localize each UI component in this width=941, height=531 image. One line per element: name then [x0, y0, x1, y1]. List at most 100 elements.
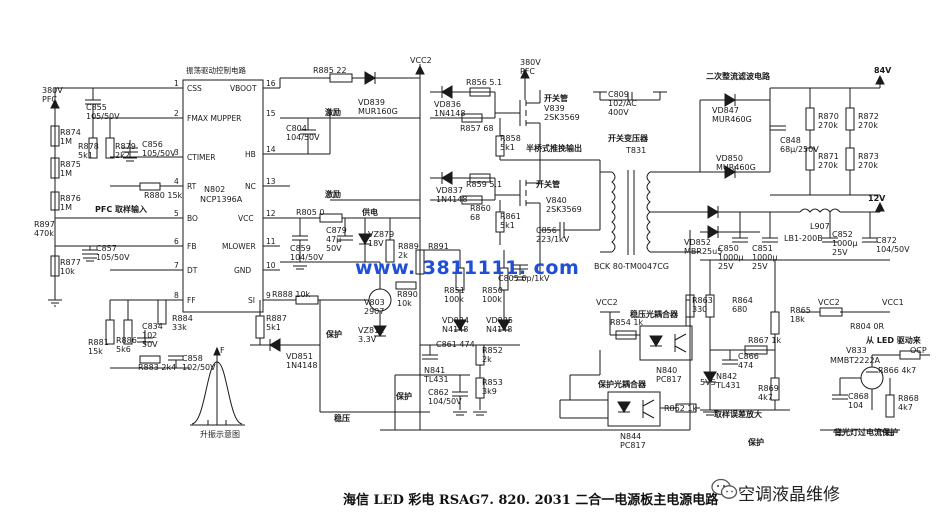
label-v833: V833 [846, 346, 867, 355]
label-r887: R887 5k1 [266, 314, 287, 332]
label-c868: C868 104 [848, 392, 869, 410]
label-backlight-prot: 背光灯过电流保护 [834, 428, 898, 437]
pin-number: 8 [174, 291, 179, 300]
label-transformer: 开关变压器 [608, 134, 648, 143]
label-stabilize: 稳压 [334, 414, 350, 423]
pin-left-label: CTIMER [187, 153, 216, 162]
label-t831: T831 [626, 146, 647, 155]
label-vcc2-r: VCC2 [818, 298, 840, 307]
label-c852: C852 1000μ 25V [832, 230, 858, 257]
label-vd837: VD837 1N4148 [436, 186, 468, 204]
label-r889: R889 2k [398, 242, 419, 260]
label-v12: 12V [868, 194, 886, 203]
label-f-axis: F [220, 346, 225, 355]
label-c834: C834 102 50V [142, 322, 163, 349]
label-vz879: VZ879 18V [368, 230, 395, 248]
label-drive1: 激励 [325, 108, 341, 117]
pin-number: 11 [266, 237, 276, 246]
pin-left-label: FF [187, 296, 196, 305]
label-r878: R878 5k1 [78, 142, 99, 160]
pin-right-label: SI [248, 296, 255, 305]
ic-name: N802 [204, 185, 226, 194]
pin-number: 14 [266, 145, 276, 154]
label-protect3: 保护 [748, 438, 764, 447]
label-pfc-sample: PFC 取样输入 [95, 205, 147, 214]
pin-number: 15 [266, 109, 276, 118]
label-r877: R877 10k [60, 258, 81, 276]
label-r858: R858 5k1 [500, 134, 521, 152]
label-bck: BCK 80-TM0047CG [594, 262, 669, 271]
ic-title: 振荡驱动控制电路 [186, 66, 246, 75]
pin-number: 3 [174, 148, 179, 157]
label-c848: C848 68μ/250V [780, 136, 819, 154]
label-r804: R804 0R [850, 322, 885, 331]
label-ocp: OCP [910, 346, 927, 355]
label-n841: N841 TL431 [424, 366, 449, 384]
label-r863: R863 330 [692, 296, 713, 314]
label-switch-tube1: 开关管 [544, 94, 568, 103]
label-r856: R856 5.1 [466, 78, 503, 87]
pin-left-label: BO [187, 214, 198, 223]
pin-right-label: VBOOT [230, 84, 257, 93]
label-r870: R870 270k [818, 112, 839, 130]
label-r875: R875 1M [60, 160, 81, 178]
label-r897: R897 470k [34, 220, 55, 238]
pin-right-label: NC [245, 182, 256, 191]
label-vd847: VD847 MUR460G [712, 106, 752, 124]
label-c859: C859 104/50V [290, 244, 324, 262]
pin-right-label: VCC [238, 214, 254, 223]
pin-number: 13 [266, 177, 276, 186]
label-vd834: VD834 N4148 [442, 316, 469, 334]
pin-right-label: MLOWER [222, 242, 256, 251]
label-c858: C858 102/50V [182, 354, 216, 372]
pin-number: 16 [266, 79, 276, 88]
label-r866: R866 4k7 [878, 366, 917, 375]
label-c805: C805 6p/1kV [498, 274, 550, 283]
label-r864: R864 680 [732, 296, 753, 314]
label-vd839: VD839 MUR160G [358, 98, 398, 116]
pin-number: 7 [174, 261, 179, 270]
label-c851: C851 1000μ 25V [752, 244, 778, 271]
label-pfc-in2: 380V PFC [520, 58, 541, 76]
label-c809: C809 102/AC 400V [608, 90, 637, 117]
brand-text: 空调液晶维修 [738, 485, 840, 505]
label-c872: C872 104/50V [876, 236, 910, 254]
opto-n844-body [607, 391, 661, 427]
watermark-url: www. 3811111. com [355, 257, 580, 279]
label-vcc1: VCC1 [882, 298, 904, 307]
pin-left-label: CSS [187, 84, 202, 93]
label-r885: R885 22 [313, 66, 347, 75]
label-from-led: 从 LED 驱动来 [866, 336, 921, 345]
label-v5: 5VS [700, 378, 716, 387]
label-mmbt: MMBT2222A [830, 356, 881, 365]
brand-badge: 空调液晶维修 [738, 480, 840, 505]
label-r853: R853 3k9 [482, 378, 503, 396]
label-r860: R860 68 [470, 204, 491, 222]
pin-number: 5 [174, 209, 179, 218]
label-c866: C866 474 [738, 352, 759, 370]
label-vcc2-mid: VCC2 [596, 298, 618, 307]
label-c855: C855 105/50V [86, 103, 120, 121]
pin-number: 10 [266, 261, 276, 270]
label-opto-prot: 保护光耦合器 [598, 380, 646, 389]
pin-right-label: HB [245, 150, 256, 159]
label-vd835: VD835 N4148 [486, 316, 513, 334]
label-vd836: VD836 1N4148 [434, 100, 466, 118]
label-lb1: LB1-200B [784, 234, 823, 243]
label-v840: V840 2SK3569 [546, 196, 582, 214]
label-r871: R871 270k [818, 152, 839, 170]
label-pfc-in: 380V PFC [42, 86, 63, 104]
label-c856: C856 105/50V [142, 140, 176, 158]
ic-part: NCP1396A [200, 195, 243, 204]
label-drive2: 激励 [325, 190, 341, 199]
label-r880: R880 15k [144, 191, 183, 200]
label-r868: R868 4k7 [898, 394, 919, 412]
label-r869: R869 4k7 [758, 384, 779, 402]
pin-left-label: FB [187, 242, 197, 251]
label-n842: N842 TL431 [716, 372, 741, 390]
opto-n840-body [639, 325, 693, 361]
pin-number: 6 [174, 237, 179, 246]
label-r890: R890 10k [397, 290, 418, 308]
label-r859: R859 5.1 [466, 180, 503, 189]
